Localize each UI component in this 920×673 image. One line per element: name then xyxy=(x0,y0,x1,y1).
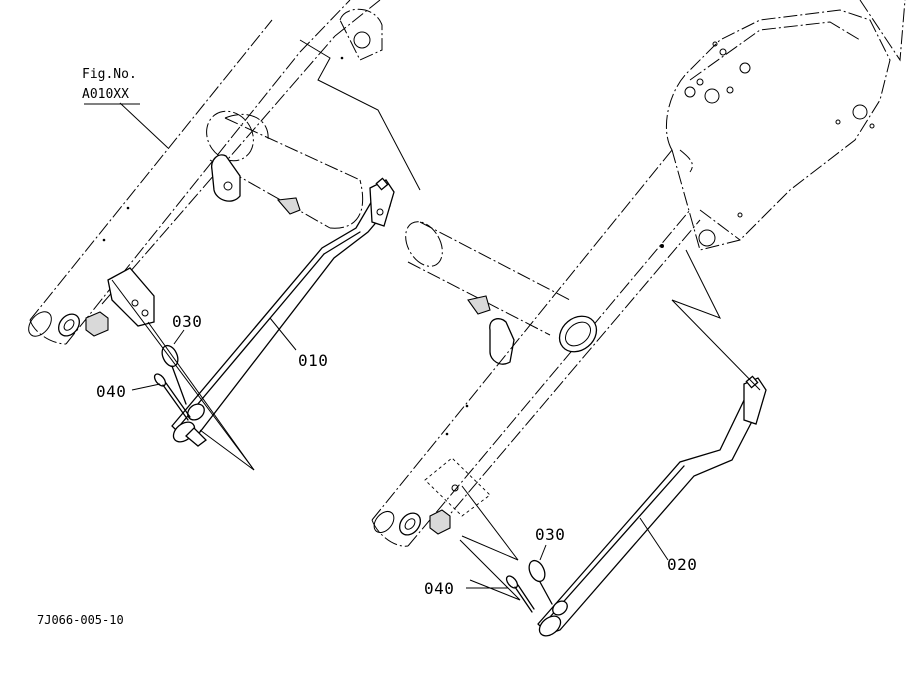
cotter-040-right[interactable] xyxy=(504,574,535,613)
callout-040-right[interactable]: 040 xyxy=(424,579,454,598)
right-boom-arm xyxy=(371,0,906,547)
callout-040-left[interactable]: 040 xyxy=(96,382,126,401)
fig-no-label: Fig.No. xyxy=(82,67,137,82)
cross-tube-center xyxy=(405,221,571,365)
drawing-code: 7J066-005-10 xyxy=(37,613,124,627)
link-rod-010[interactable] xyxy=(170,177,395,447)
link-rod-020[interactable] xyxy=(536,375,767,639)
callout-010[interactable]: 010 xyxy=(298,351,328,370)
pin-030-right[interactable] xyxy=(526,558,553,605)
cotter-040-left[interactable] xyxy=(152,372,191,421)
assembly-guide-lines xyxy=(111,39,761,601)
callout-030-right[interactable]: 030 xyxy=(535,525,565,544)
callout-020[interactable]: 020 xyxy=(667,555,697,574)
callout-030-left[interactable]: 030 xyxy=(172,312,202,331)
left-boom-arm xyxy=(28,0,383,345)
cross-tube-left xyxy=(206,110,364,229)
leader-lines xyxy=(84,102,669,589)
fig-no-value: A010XX xyxy=(82,87,129,102)
